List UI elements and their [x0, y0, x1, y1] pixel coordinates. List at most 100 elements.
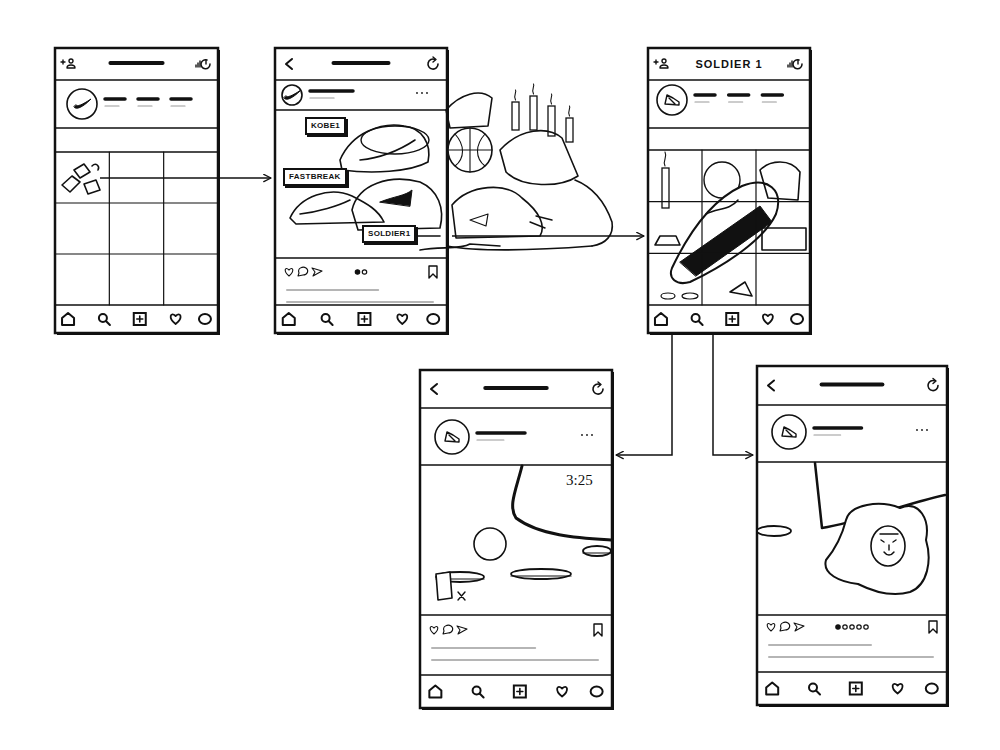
flow-arrows — [100, 178, 753, 455]
search-icon — [322, 314, 333, 325]
rule-line — [729, 93, 749, 97]
tag-label: SOLDIER1 — [368, 229, 410, 239]
heart-icon-shape — [397, 314, 407, 324]
back-icon — [431, 384, 437, 394]
rule-line — [648, 149, 810, 150]
page-dot — [864, 625, 868, 629]
search-icon — [473, 687, 484, 698]
product-tag: KOBE1 — [305, 117, 346, 135]
rule-line — [55, 253, 218, 254]
flow-arrow — [100, 177, 271, 179]
phone-screen — [757, 366, 949, 707]
heart-icon — [893, 684, 903, 694]
plus-icon-shape — [726, 313, 738, 325]
lion-mane — [871, 526, 905, 566]
lion-patch-mini — [730, 282, 752, 296]
avatar-circle — [67, 89, 97, 119]
pile-shoe-sole — [420, 244, 500, 250]
refresh-icon — [428, 59, 438, 69]
send-icon — [312, 268, 322, 276]
plus-icon-shape — [850, 683, 862, 695]
bookmark-icon — [929, 621, 937, 633]
sketch — [55, 48, 949, 710]
heartsm-icon — [430, 627, 438, 634]
rule-line — [420, 674, 612, 676]
heart-icon — [171, 314, 181, 324]
rule-line — [695, 93, 715, 97]
thumbnail-sketch — [62, 164, 100, 194]
page-dot — [836, 625, 840, 629]
phone-screen — [648, 48, 812, 335]
profile-icon — [926, 684, 938, 694]
back-icon — [768, 381, 774, 391]
bubble-icon — [298, 267, 308, 276]
bubble-icon — [780, 622, 790, 631]
candle-flame — [515, 90, 516, 100]
rule-line — [420, 407, 612, 409]
shoe-outline — [352, 179, 442, 230]
back-icon — [286, 59, 292, 69]
shoe-sole-band — [680, 206, 772, 276]
bookmark-icon — [929, 621, 937, 633]
send-icon — [794, 623, 804, 631]
shoe-icon — [445, 432, 459, 442]
shoe-icon — [665, 95, 679, 105]
rule-line — [695, 101, 709, 102]
send-icon — [794, 623, 804, 631]
rule-line — [648, 253, 810, 254]
home-icon — [429, 686, 441, 698]
photo-grid — [648, 150, 810, 305]
thumb-shoe — [84, 180, 100, 194]
rule-line — [420, 464, 612, 465]
shoe-outline — [452, 187, 542, 238]
timestamp: 3:25 — [566, 472, 593, 489]
candle-flame — [533, 84, 534, 94]
rule-line — [310, 89, 353, 93]
status-icon — [196, 60, 210, 69]
avatar-circle — [282, 85, 302, 105]
rule-line — [105, 97, 125, 101]
more-dot — [416, 92, 418, 94]
plus-icon — [850, 683, 862, 695]
thumb-scribble — [92, 164, 99, 170]
rule-line — [769, 656, 933, 658]
rule-line — [432, 647, 535, 649]
back-icon — [286, 59, 292, 69]
candle — [512, 102, 519, 130]
rule-line — [275, 257, 447, 258]
flow-arrow — [713, 335, 753, 455]
rule-line — [762, 101, 776, 102]
more-dot — [421, 92, 423, 94]
close-up-illustration — [757, 463, 945, 594]
rule-line — [757, 461, 947, 462]
shoe-outline — [446, 93, 492, 128]
rule-line — [55, 79, 218, 81]
avatar-circle — [657, 85, 687, 115]
like-icon — [285, 269, 293, 276]
rule-line — [485, 386, 546, 390]
person-body — [67, 65, 75, 68]
rule-line — [195, 65, 196, 67]
rule-line — [699, 321, 703, 325]
rule-line — [729, 318, 735, 320]
pile-base — [447, 246, 592, 250]
rule-line — [163, 152, 164, 305]
cross-mark — [458, 592, 465, 600]
swoosh-logo — [74, 99, 91, 108]
refresh-icon-tip — [598, 382, 601, 387]
bookmark-icon — [594, 624, 602, 636]
basketball-seams — [448, 128, 492, 172]
more-dot — [586, 434, 588, 436]
shoe-logo — [782, 427, 796, 437]
rule-line — [789, 63, 790, 67]
profile-icon — [591, 687, 603, 697]
rule-line — [109, 152, 110, 305]
more-dot — [916, 429, 918, 431]
shoe-pile-illustration — [290, 84, 612, 250]
status-refresh — [793, 60, 802, 69]
person-head — [662, 59, 666, 63]
rule-line — [853, 688, 859, 690]
rule-line — [648, 304, 810, 306]
avatar-circle — [772, 415, 806, 449]
shoe-swoosh — [300, 200, 350, 214]
